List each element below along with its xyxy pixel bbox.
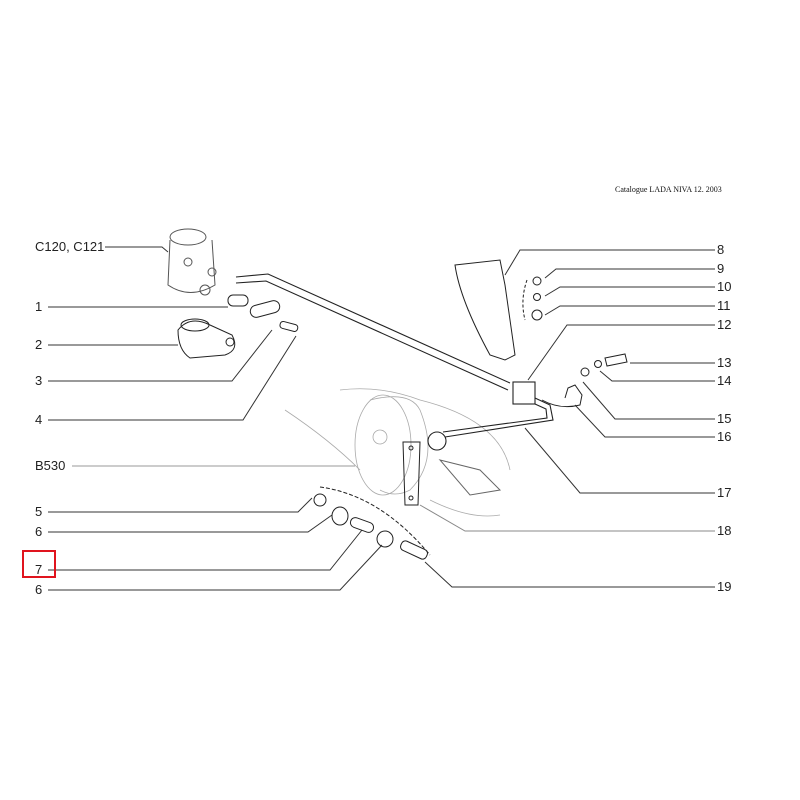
callout-4: 4	[35, 412, 43, 427]
brake-regulator	[167, 228, 217, 296]
callout-6-second: 6	[35, 582, 43, 597]
leader-lines	[48, 246, 715, 591]
callout-c120-c121: C120, C121	[35, 239, 105, 254]
catalogue-header: Catalogue LADA NIVA 12. 2003	[615, 185, 722, 194]
callout-17: 17	[717, 485, 732, 500]
axle-housing-outline	[284, 388, 511, 517]
callout-3: 3	[35, 373, 43, 388]
callout-6: 6	[35, 524, 43, 539]
small-parts	[177, 259, 628, 560]
callout-2: 2	[35, 337, 43, 352]
callout-18: 18	[717, 523, 732, 538]
highlight-box-part-7	[22, 550, 56, 578]
callout-7: 7	[35, 562, 43, 577]
callout-10: 10	[717, 279, 732, 294]
callout-16: 16	[717, 429, 732, 444]
callout-5: 5	[35, 504, 43, 519]
callout-12: 12	[717, 317, 732, 332]
callout-9: 9	[717, 261, 725, 276]
callout-15: 15	[717, 411, 732, 426]
callout-13: 13	[717, 355, 732, 370]
callout-1: 1	[35, 299, 43, 314]
callout-8: 8	[717, 242, 725, 257]
callout-14: 14	[717, 373, 732, 388]
callout-11: 11	[717, 298, 731, 313]
callout-b530: B530	[35, 458, 66, 473]
stabilizer-bar	[235, 273, 554, 451]
callout-19: 19	[717, 579, 732, 594]
